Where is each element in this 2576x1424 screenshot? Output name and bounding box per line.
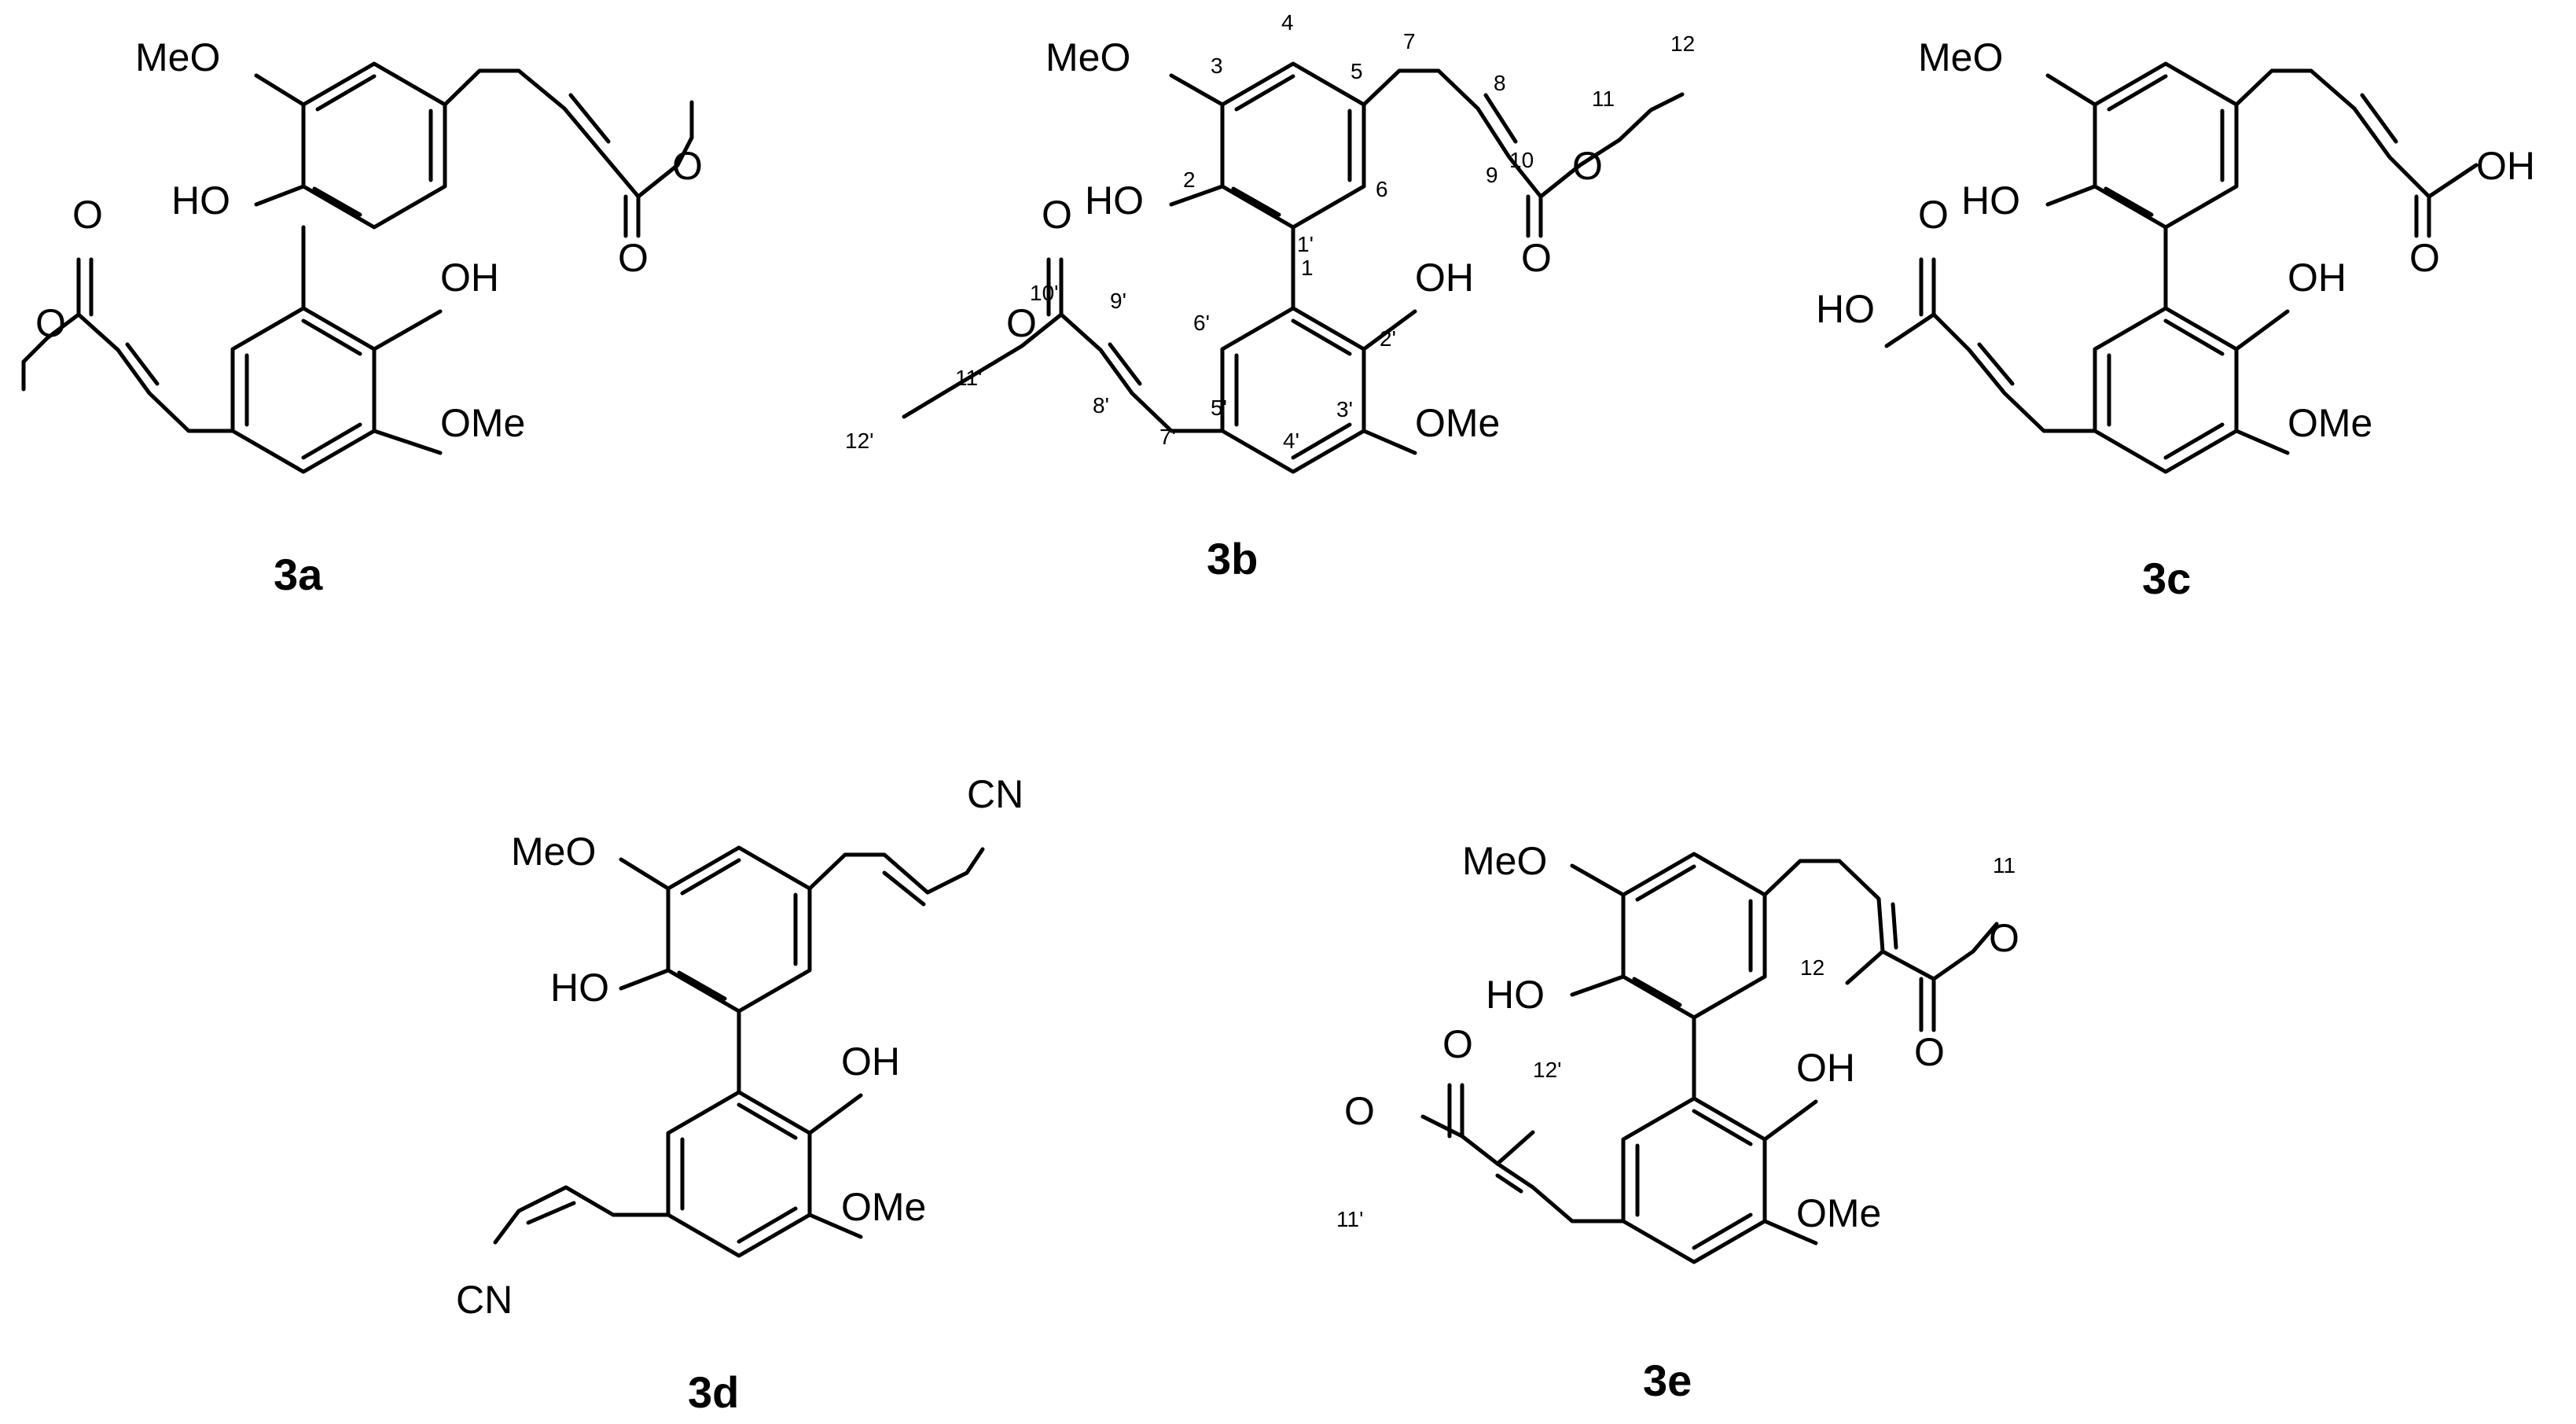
3a-ester-oxygen-1: O xyxy=(672,144,703,188)
3b-atom-2p: 2' xyxy=(1380,326,1396,351)
3c-acid-hydroxy-1: OH xyxy=(2476,144,2535,188)
3d-nitrile-bottom-label: CN xyxy=(456,1278,513,1322)
3c-hydroxy-top-label: HO xyxy=(1961,178,2020,223)
3c-methoxy-top-label: MeO xyxy=(1918,35,2003,79)
compound-3d: MeO HO OH OMe CN CN 3d xyxy=(456,772,1023,1417)
3b-atom-12: 12 xyxy=(1670,31,1695,56)
3b-atom-5p: 5' xyxy=(1211,396,1227,420)
3b-atom-9p: 9' xyxy=(1110,289,1126,313)
3c-carbonyl-oxygen-1: O xyxy=(2409,236,2440,280)
3b-hydroxy-top-label: HO xyxy=(1085,178,1144,223)
3b-ester-oxygen-2: O xyxy=(1006,301,1037,345)
3a-hydroxy-bottom-label: OH xyxy=(440,256,499,300)
3b-atom-10: 10 xyxy=(1509,148,1534,172)
3b-atom-2: 2 xyxy=(1183,167,1196,192)
3e-atom-11p: 11' xyxy=(1336,1207,1363,1231)
3b-atom-1: 1 xyxy=(1301,256,1314,280)
compound-3a: MeO HO OH OMe O O O O 3a xyxy=(21,35,703,599)
compound-3c: MeO HO OH OMe OH O HO O 3c xyxy=(1816,35,2535,603)
3b-atom-4p: 4' xyxy=(1283,429,1299,453)
3e-compound-label: 3e xyxy=(1643,1356,1692,1405)
3b-atom-5: 5 xyxy=(1350,59,1363,83)
3e-atom-12: 12 xyxy=(1800,955,1825,980)
3a-methoxy-top-label: MeO xyxy=(135,35,220,79)
3e-methoxy-bottom-label: OMe xyxy=(1796,1191,1881,1235)
3c-carbonyl-oxygen-2: O xyxy=(1918,193,1949,237)
3b-atom-10p: 10' xyxy=(1030,281,1059,305)
3a-hydroxy-top-label: HO xyxy=(171,178,230,223)
3b-atom-8p: 8' xyxy=(1093,393,1109,418)
3b-atom-8: 8 xyxy=(1494,71,1506,95)
3b-atom-12p: 12' xyxy=(845,429,874,453)
3b-atom-9: 9 xyxy=(1486,163,1498,187)
3b-atom-3p: 3' xyxy=(1336,397,1353,421)
3a-methoxy-bottom-label: OMe xyxy=(440,401,525,445)
3e-carbonyl-oxygen-1: O xyxy=(1914,1030,1945,1074)
3d-compound-label: 3d xyxy=(688,1367,739,1417)
3a-carbonyl-oxygen-1: O xyxy=(618,236,649,280)
compound-3b: MeO HO OH OMe O O O O 1 2 3 4 5 6 7 8 9 … xyxy=(845,10,1695,583)
3d-methoxy-bottom-label: OMe xyxy=(841,1185,926,1229)
3b-carbonyl-oxygen-1: O xyxy=(1521,236,1552,280)
3e-atom-11: 11 xyxy=(1993,853,2016,878)
3b-atom-7: 7 xyxy=(1403,29,1416,53)
3b-atom-11: 11 xyxy=(1592,86,1615,111)
3c-compound-label: 3c xyxy=(2142,554,2191,603)
3e-methoxy-top-label: MeO xyxy=(1462,839,1547,883)
3b-hydroxy-bottom-label: OH xyxy=(1415,256,1474,300)
3b-carbonyl-oxygen-2: O xyxy=(1042,193,1072,237)
3b-atom-1p: 1' xyxy=(1297,232,1314,256)
3e-hydroxy-top-label: HO xyxy=(1486,973,1545,1017)
3e-carbonyl-oxygen-2: O xyxy=(1442,1022,1473,1066)
3e-ester-oxygen-2: O xyxy=(1344,1089,1375,1133)
3b-atom-3: 3 xyxy=(1211,53,1223,78)
3b-atom-7p: 7' xyxy=(1159,425,1176,449)
3c-methoxy-bottom-label: OMe xyxy=(2288,401,2372,445)
3b-methoxy-bottom-label: OMe xyxy=(1415,401,1500,445)
3b-methoxy-top-label: MeO xyxy=(1045,35,1130,79)
3d-nitrile-top-label: CN xyxy=(967,772,1023,816)
3b-atom-11p: 11' xyxy=(955,366,982,390)
3b-atom-4: 4 xyxy=(1281,10,1294,35)
3a-ester-oxygen-2: O xyxy=(35,301,66,345)
3d-methoxy-top-label: MeO xyxy=(511,830,596,874)
3a-compound-label: 3a xyxy=(274,550,323,599)
3c-acid-hydroxy-2: HO xyxy=(1816,287,1875,331)
3b-atom-6p: 6' xyxy=(1193,311,1210,335)
3e-hydroxy-bottom-label: OH xyxy=(1796,1046,1855,1090)
3e-atom-12p: 12' xyxy=(1533,1058,1562,1082)
3d-hydroxy-top-label: HO xyxy=(550,966,609,1010)
3e-ester-oxygen-1: O xyxy=(1989,916,2019,960)
3c-hydroxy-bottom-label: OH xyxy=(2288,256,2346,300)
3b-atom-6: 6 xyxy=(1376,177,1388,201)
3d-hydroxy-bottom-label: OH xyxy=(841,1039,900,1084)
3b-compound-label: 3b xyxy=(1207,534,1258,583)
compound-3e: MeO HO OH OMe O O O O 11 12 11' 12' 3e xyxy=(1336,839,2019,1405)
3b-ester-oxygen-1: O xyxy=(1572,144,1603,188)
3a-carbonyl-oxygen-2: O xyxy=(72,193,103,237)
